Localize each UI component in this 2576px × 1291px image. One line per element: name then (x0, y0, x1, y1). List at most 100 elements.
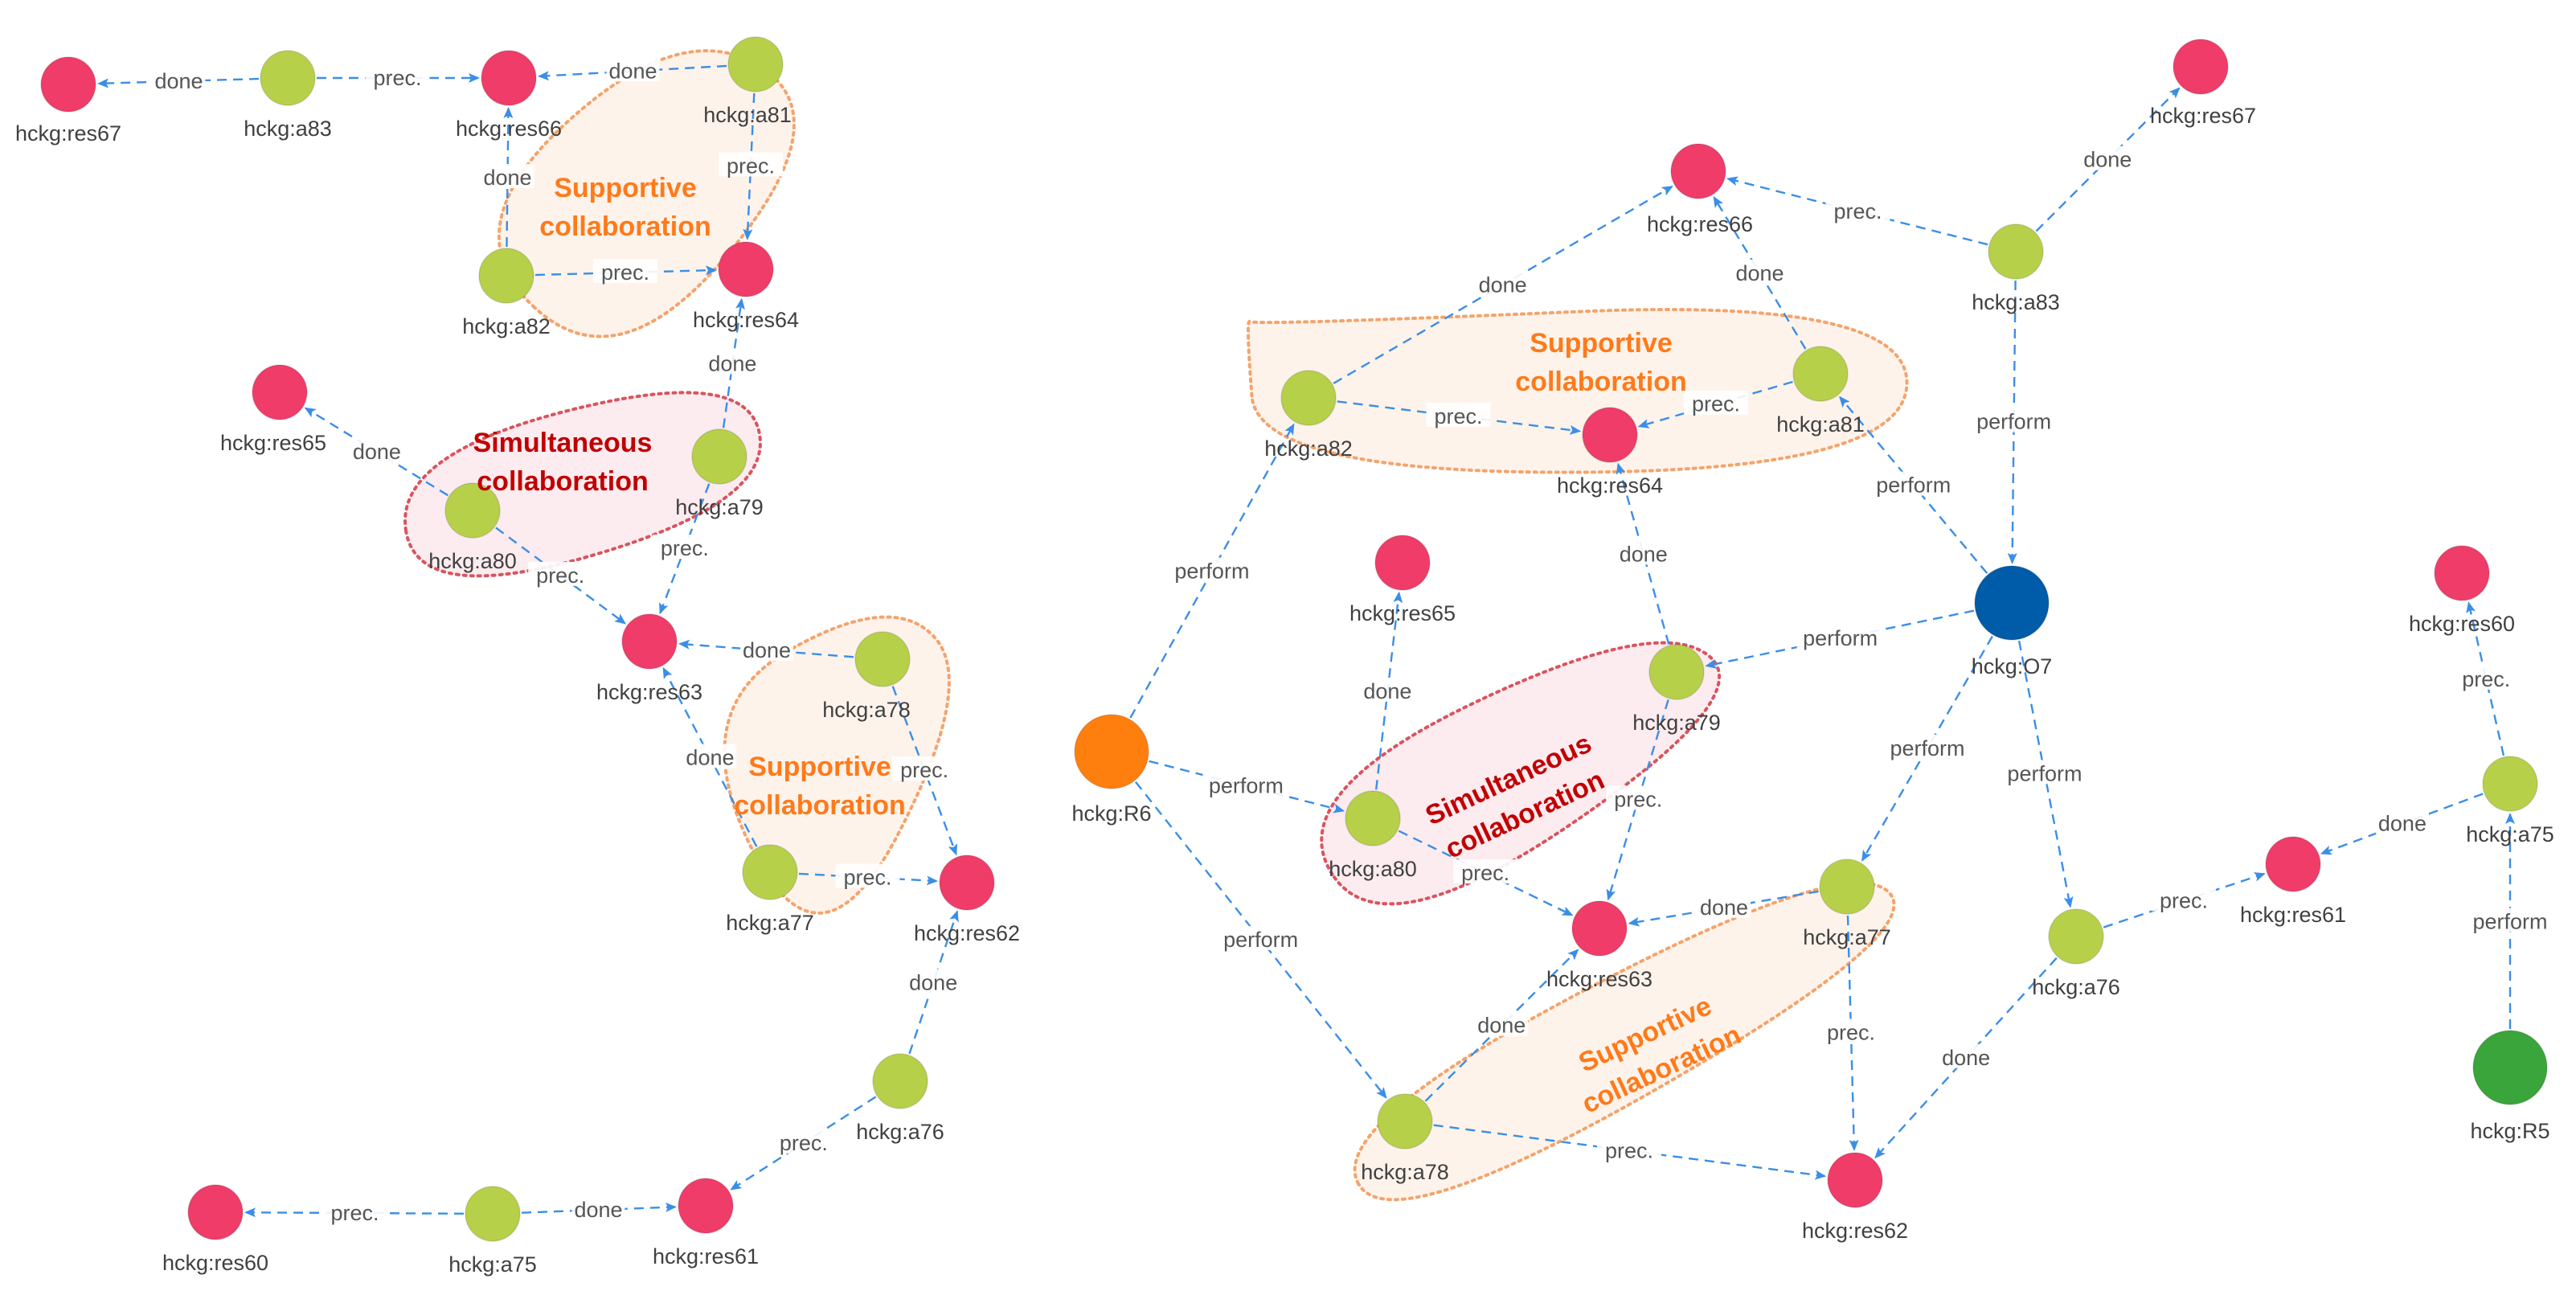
right-node-label: hckg:res66 (1647, 212, 1753, 236)
left-group-2-label-line-2: collaboration (477, 466, 648, 497)
left-node-label: hckg:a75 (448, 1252, 537, 1277)
right-edge-label-bg-24 (1939, 1043, 1993, 1068)
left-node-resource-res64[interactable] (718, 241, 774, 297)
left-edge-label-done: done (353, 440, 401, 464)
right-edge-label-prec: prec. (1827, 1021, 1875, 1045)
left-edge-label-done: done (686, 745, 734, 769)
right-node-label: hckg:a83 (1972, 290, 2060, 314)
left-node-resource-res65[interactable] (252, 364, 308, 420)
left-edge-label-done: done (154, 69, 203, 93)
right-node-resource-res61[interactable] (2265, 836, 2321, 892)
left-node-label: hckg:res60 (162, 1251, 268, 1275)
left-edge-label-prec: prec. (661, 536, 709, 560)
right-edge-label-bg-26 (2454, 665, 2519, 690)
left-node-resource-res62[interactable] (939, 855, 995, 911)
left-group-3-label-line-2: collaboration (734, 790, 905, 821)
right-node-agent-a83[interactable] (1988, 223, 2044, 280)
left-node-label: hckg:res62 (914, 921, 1020, 945)
right-edge-label-bg-8 (1870, 471, 1957, 496)
right-node-label: hckg:res67 (2150, 104, 2256, 128)
right-node-agent-a75[interactable] (2482, 756, 2538, 812)
left-node-agent-a80[interactable] (444, 482, 501, 539)
left-node-agent-a76[interactable] (872, 1053, 928, 1109)
left-edge-label-bg-6 (593, 259, 658, 284)
right-edge-label-bg-5 (1426, 402, 1491, 427)
left-node-agent-a77[interactable] (742, 844, 798, 900)
left-edge-label-bg-9 (528, 561, 593, 586)
left-node-resource-res60[interactable] (187, 1184, 244, 1240)
right-edge-label-bg-7 (1970, 408, 2058, 432)
right-edge-label-bg-6 (1683, 390, 1748, 415)
left-edge-done-1 (96, 77, 260, 88)
left-node-agent-a79[interactable] (691, 428, 747, 485)
right-node-agent-a80[interactable] (1345, 790, 1401, 846)
right-group-1-label-line-1: Supportive (1530, 328, 1673, 359)
left-edge-label-prec: prec. (780, 1131, 828, 1155)
right-node-label: hckg:a76 (2032, 975, 2120, 999)
right-node-resource-res67[interactable] (2173, 39, 2229, 95)
left-edge-label-bg-7 (706, 350, 760, 375)
right-edge-label-done: done (1700, 896, 1748, 920)
left-node-agent-a82[interactable] (478, 248, 534, 304)
right-edge-label-perform: perform (1876, 473, 1951, 498)
right-node-agent-a77[interactable] (1819, 859, 1875, 915)
right-node-agent-a76[interactable] (2048, 908, 2104, 965)
left-edge-done-15 (908, 910, 959, 1055)
left-group-2-label-line-1: Simultaneous (473, 428, 653, 458)
right-node-resource-res64[interactable] (1582, 407, 1638, 463)
left-edge-label-bg-2 (365, 64, 430, 88)
right-edge-done-21 (1424, 949, 1579, 1102)
left-group-1-label-line-1: Supportive (554, 173, 697, 203)
right-node-resource-res62[interactable] (1827, 1152, 1883, 1208)
nodes: hckg:res67 hckg:a83 hckg:res66 hckg:a81 hckg… (15, 36, 2554, 1277)
right-edge-label-prec: prec. (2160, 888, 2208, 912)
left-supportive-collaboration-region-3 (723, 615, 951, 915)
right-node-resource-res60[interactable] (2434, 545, 2490, 601)
left-edge-prec-9 (495, 527, 627, 625)
left-node-label: hckg:a80 (428, 549, 517, 573)
right-edge-label-done: done (1942, 1046, 1990, 1070)
left-node-label: hckg:a83 (244, 117, 332, 141)
left-edge-prec-6 (534, 265, 718, 277)
left-edge-label-bg-14 (835, 863, 900, 888)
left-edge-label-bg-18 (322, 1199, 387, 1224)
right-node-agent-a81[interactable] (1792, 346, 1849, 402)
right-node-person-r6[interactable] (1074, 714, 1149, 789)
left-node-label: hckg:res61 (653, 1244, 759, 1268)
left-node-resource-res66[interactable] (481, 50, 537, 106)
right-edge-label-perform: perform (1976, 410, 2051, 434)
left-node-agent-a83[interactable] (260, 50, 316, 106)
left-edge-label-bg-10 (652, 535, 717, 559)
right-node-label: hckg:a82 (1264, 436, 1353, 461)
right-node-label: hckg:R6 (1071, 801, 1151, 826)
right-node-organization-o7[interactable] (1974, 565, 2050, 641)
right-edge-label-bg-22 (1818, 1018, 1883, 1043)
right-node-resource-res66[interactable] (1670, 143, 1726, 199)
right-node-agent-a78[interactable] (1377, 1093, 1433, 1150)
left-node-resource-res61[interactable] (678, 1178, 734, 1234)
left-node-agent-a78[interactable] (854, 631, 911, 687)
right-node-resource-res65[interactable] (1374, 535, 1431, 591)
right-node-agent-a82[interactable] (1280, 370, 1337, 426)
left-edge-label-bg-1 (152, 67, 206, 92)
left-node-label: hckg:res65 (220, 431, 326, 455)
left-node-agent-a75[interactable] (465, 1186, 521, 1242)
right-edge-label-perform: perform (1209, 774, 1284, 798)
left-node-agent-a81[interactable] (727, 36, 784, 92)
right-node-label: hckg:res62 (1802, 1219, 1908, 1243)
left-edge-label-done: done (708, 351, 756, 375)
left-node-label: hckg:res64 (693, 308, 799, 332)
left-node-resource-res67[interactable] (40, 56, 96, 113)
right-edge-label-bg-20 (2152, 887, 2217, 912)
right-node-resource-res63[interactable] (1571, 900, 1628, 957)
right-node-label: hckg:R5 (2470, 1119, 2549, 1143)
right-node-label: hckg:a81 (1776, 412, 1865, 436)
left-node-label: hckg:a81 (703, 103, 792, 127)
left-edge-label-prec: prec. (843, 865, 891, 889)
right-node-robot-r5[interactable] (2472, 1030, 2548, 1105)
left-node-resource-res63[interactable] (621, 613, 678, 670)
right-node-agent-a79[interactable] (1648, 644, 1705, 700)
